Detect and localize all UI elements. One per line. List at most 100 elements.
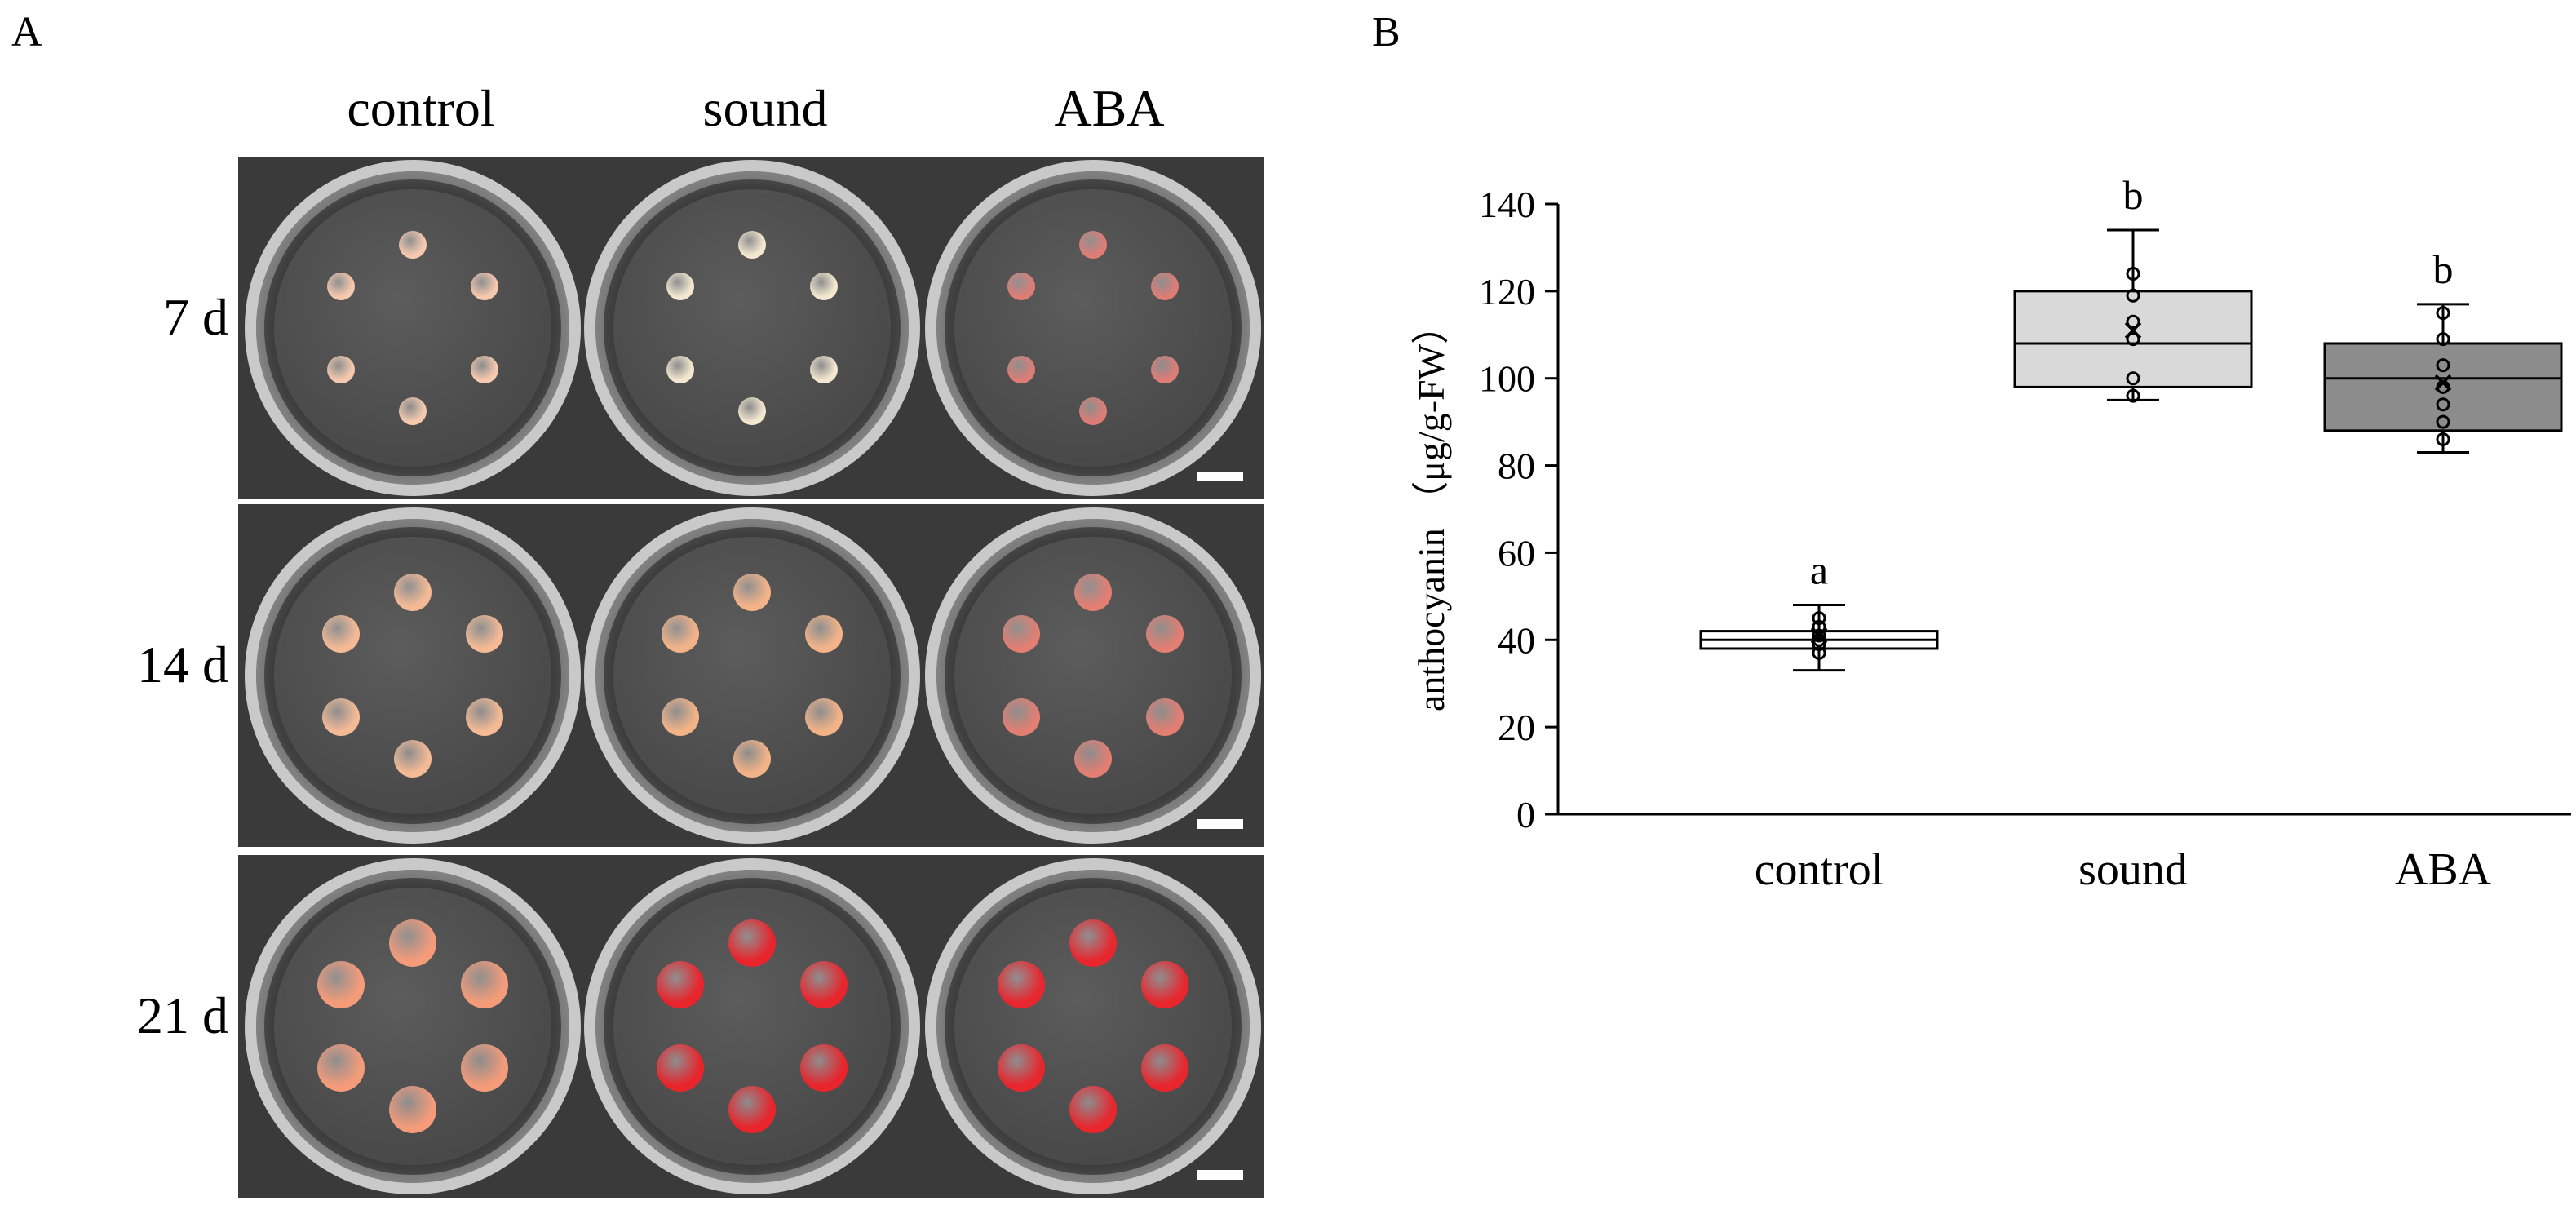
petri-dish-icon — [584, 858, 920, 1194]
box-aba: b — [2323, 246, 2563, 454]
callus — [389, 919, 436, 967]
callus — [1007, 273, 1035, 300]
callus — [810, 273, 839, 300]
callus — [1069, 919, 1117, 967]
data-point — [1812, 645, 1826, 660]
x-tick-label: ABA — [2395, 844, 2492, 895]
photo-row — [238, 855, 1264, 1198]
data-point — [2126, 288, 2140, 303]
box-body — [2323, 342, 2563, 432]
y-axis-label: anthocyanin （μg/g-FW） — [1410, 307, 1452, 711]
callus — [810, 356, 839, 383]
y-tick-label: 100 — [1479, 358, 1535, 400]
photo-row — [238, 504, 1264, 847]
callus — [1141, 961, 1189, 1008]
callus — [997, 961, 1045, 1008]
callus — [466, 698, 504, 736]
callus — [461, 961, 509, 1008]
callus — [656, 1044, 704, 1092]
callus — [738, 397, 766, 425]
callus — [805, 615, 843, 653]
callus — [316, 1044, 365, 1092]
y-axis: 0 20 40 60 80 100 120 140 — [1479, 184, 1560, 835]
callus — [666, 273, 694, 300]
y-tick-label: 60 — [1498, 532, 1535, 574]
petri-dish-icon — [925, 507, 1261, 844]
data-point — [2436, 358, 2450, 373]
callus — [733, 574, 771, 611]
significance-letter: b — [2433, 246, 2454, 292]
petri-dish-icon — [584, 507, 920, 844]
callus — [1151, 273, 1180, 300]
callus — [1074, 574, 1112, 611]
callus — [1002, 615, 1040, 653]
data-point — [2436, 397, 2450, 412]
data-point — [2126, 371, 2140, 386]
callus — [738, 231, 766, 259]
y-tick-label: 0 — [1516, 794, 1535, 835]
callus — [394, 574, 432, 611]
x-tick-label: sound — [2078, 844, 2188, 895]
data-point — [1812, 637, 1826, 652]
callus — [394, 740, 432, 778]
y-tick-label: 120 — [1479, 271, 1535, 312]
callus — [997, 1044, 1045, 1092]
callus — [321, 615, 360, 653]
callus — [661, 698, 699, 736]
callus — [1146, 698, 1184, 736]
callus — [1069, 1086, 1117, 1133]
significance-letter: b — [2123, 172, 2144, 218]
callus — [326, 273, 355, 300]
x-tick-label: control — [1755, 844, 1884, 895]
mean-marker — [2434, 374, 2452, 392]
callus — [471, 273, 499, 300]
row-label-21d: 21 d — [137, 986, 228, 1044]
data-point — [2126, 332, 2140, 347]
callus — [800, 1044, 848, 1092]
data-point — [2126, 388, 2140, 403]
callus — [800, 961, 848, 1008]
column-label-aba: ABA — [1054, 79, 1165, 137]
petri-dish-icon — [925, 858, 1261, 1194]
y-tick-label: 80 — [1498, 445, 1535, 487]
callus — [1079, 231, 1107, 259]
petri-dish-icon — [245, 160, 581, 496]
callus — [728, 1086, 776, 1133]
petri-dish-icon — [245, 507, 581, 844]
callus — [399, 397, 427, 425]
box-body — [2013, 290, 2253, 388]
data-point — [1812, 611, 1826, 626]
anthocyanin-box-plot: 0 20 40 60 80 100 120 140 control sound ABA antho… — [1410, 172, 2571, 895]
y-tick-label: 140 — [1479, 184, 1535, 225]
callus — [656, 961, 704, 1008]
significance-letter: a — [1810, 547, 1828, 593]
data-point — [1812, 628, 1826, 643]
data-point — [2436, 306, 2450, 321]
data-point — [2126, 266, 2140, 281]
scale-bar-icon — [1197, 472, 1243, 481]
callus — [805, 698, 843, 736]
callus — [728, 919, 776, 967]
callus — [389, 1086, 436, 1133]
callus — [1146, 615, 1184, 653]
x-axis: control sound ABA — [1558, 813, 2571, 895]
callus — [461, 1044, 509, 1092]
scale-bar-icon — [1197, 819, 1243, 829]
row-label-7d: 7 d — [163, 288, 228, 346]
y-tick-label: 40 — [1498, 619, 1535, 661]
callus — [1074, 740, 1112, 778]
panel-label-a: A — [11, 9, 42, 55]
callus — [1007, 356, 1035, 383]
callus — [1079, 397, 1107, 425]
data-point — [2436, 332, 2450, 347]
y-tick-label: 20 — [1498, 707, 1535, 748]
callus — [399, 231, 427, 259]
callus — [326, 356, 355, 383]
row-label-14d: 14 d — [137, 636, 228, 693]
callus — [321, 698, 360, 736]
mean-marker — [1810, 627, 1828, 645]
callus — [666, 356, 694, 383]
data-point — [2436, 432, 2450, 447]
callus — [316, 961, 365, 1008]
callus — [733, 740, 771, 778]
